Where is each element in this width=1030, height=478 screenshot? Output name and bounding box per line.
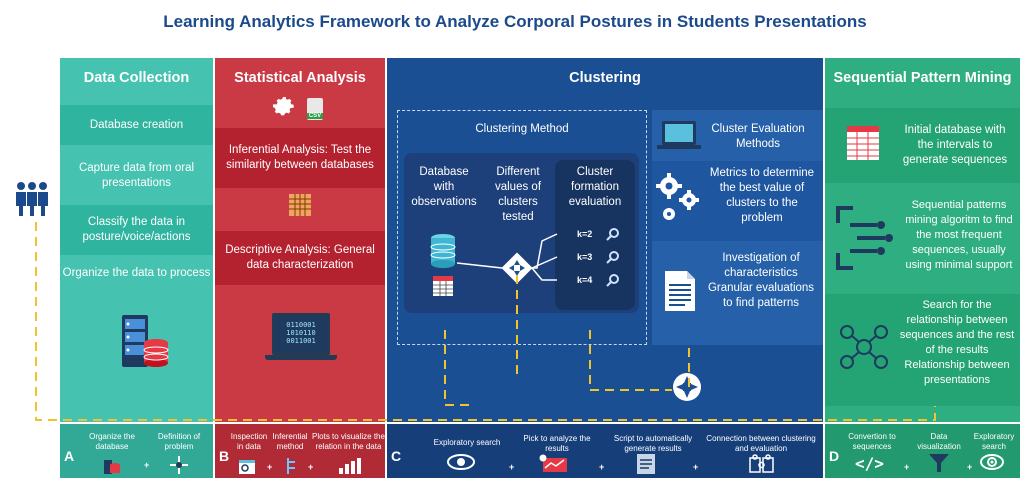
database-observations-text: Database with observations — [411, 166, 477, 208]
investigation-text: Investigation of characteristics Granula… — [707, 252, 815, 309]
footer-d: D Convertion to sequences Data visualiza… — [825, 424, 1020, 478]
dc-item-capture: Capture data from oral presentations — [60, 151, 213, 201]
footer-a-plus: + — [144, 460, 150, 470]
spreadsheet-icon — [289, 194, 311, 216]
data-collection-header: Data Collection — [83, 70, 190, 86]
laptop-base — [265, 355, 337, 360]
laptop-icon — [662, 121, 696, 145]
footer-letter-c: C — [391, 448, 402, 464]
csv-icon: CSV — [307, 98, 323, 120]
footer-a: A Organize the database Definition of pr… — [60, 424, 213, 478]
k4-label: k=4 — [577, 275, 593, 285]
footer-c-plus-3: + — [693, 462, 699, 472]
spm-header: Sequential Pattern Mining — [833, 70, 1012, 86]
network-people-icon — [840, 325, 888, 369]
footer-c-step-4: Connection between clustering and evalua… — [706, 434, 816, 453]
footer-d-step-1: Convertion to sequences — [848, 432, 896, 451]
table-icon — [433, 276, 453, 296]
footer-b-plus-1: + — [267, 462, 273, 472]
footer-b-step-2: Inferential method — [272, 432, 308, 451]
footer-letter-a: A — [64, 448, 75, 464]
footer-b-step-1: Inspection in data — [230, 432, 268, 451]
chart-pick-icon — [539, 454, 567, 472]
metrics-text: Metrics to determine the best value of c… — [709, 167, 815, 224]
statistical-analysis-column: Statistical Analysis CSV Inferential Ana… — [215, 58, 385, 422]
spm-item-relationship: Search for the relationship between sequ… — [899, 299, 1015, 386]
server-database-icon — [122, 315, 169, 367]
clustering-connectors — [456, 233, 558, 284]
cluster-formation-box — [555, 160, 635, 310]
footer-d-step-2: Data visualization — [917, 432, 961, 451]
problem-icon — [170, 456, 188, 474]
footer-letter-b: B — [219, 448, 230, 464]
footer-c-plus-2: + — [599, 462, 605, 472]
inferential-analysis-text: Inferential Analysis: Test the similarit… — [215, 128, 385, 188]
descriptive-analysis-text: Descriptive Analysis: General data chara… — [215, 231, 385, 285]
footer-b-step-3: Plots to visualize the relation in the d… — [312, 432, 385, 451]
sequence-arrows-icon — [836, 206, 893, 270]
footer-d-plus-1: + — [904, 462, 910, 472]
statistical-header: Statistical Analysis — [234, 70, 366, 86]
database-icon — [430, 234, 456, 268]
footer-c-step-1: Exploratory search — [433, 438, 501, 447]
clustering-header: Clustering — [569, 70, 641, 86]
footer-a-step-2: Definition of problem — [157, 432, 201, 451]
gear-icon — [273, 97, 295, 116]
code-icon: </> — [855, 454, 884, 473]
laptop-binary-icon: 0110001 1010110 0011001 — [272, 313, 330, 355]
students-group-icon — [16, 182, 48, 216]
cluster-evaluation-methods: Cluster Evaluation Methods — [711, 123, 805, 150]
bar-chart-icon — [339, 458, 361, 474]
spm-item-initial: Initial database with the intervals to g… — [902, 124, 1008, 166]
script-doc-icon — [637, 454, 655, 474]
dc-item-classify: Classify the data in posture/voice/actio… — [60, 205, 213, 255]
gears-icon — [656, 173, 699, 220]
magnifier-icons — [606, 228, 619, 287]
method-icon — [287, 458, 295, 474]
page-title: Learning Analytics Framework to Analyze … — [163, 12, 867, 31]
document-icon — [665, 271, 695, 311]
puzzle-icon — [749, 454, 774, 473]
clustering-method-label: Clustering Method — [475, 123, 569, 135]
footer-c-step-3: Script to automatically generate results — [613, 434, 693, 453]
clustering-method-box — [397, 110, 647, 345]
inspection-icon — [239, 460, 255, 474]
footer-c: C Exploratory search Pick to analyze the… — [387, 424, 823, 478]
spreadsheet-red-icon — [847, 126, 879, 160]
db-small-icon — [104, 460, 120, 474]
footer-a-step-1: Organize the database — [89, 432, 135, 451]
spm-item-algorithm: Sequential patterns mining algoritm to f… — [905, 199, 1013, 271]
clustering-column: Clustering Clustering Method Database wi… — [387, 58, 823, 422]
footer-d-step-3: Exploratory search — [973, 432, 1015, 451]
footer-b: B Inspection in data Inferential method … — [215, 424, 385, 478]
spm-column: Sequential Pattern Mining Initial databa… — [825, 58, 1020, 422]
dc-item-database-creation: Database creation — [60, 105, 213, 145]
k2-label: k=2 — [577, 229, 593, 239]
eye-icon — [447, 454, 475, 470]
footer-d-plus-2: + — [967, 462, 973, 472]
search-eye-icon — [980, 454, 1004, 470]
data-collection-column: Data Collection Database creation Captur… — [60, 58, 213, 422]
funnel-icon — [929, 454, 949, 472]
footer-letter-d: D — [829, 448, 840, 464]
different-values-text: Different values of clusters tested — [494, 166, 542, 223]
footer-b-plus-2: + — [308, 462, 314, 472]
footer-c-step-2: Pick to analyze the results — [523, 434, 591, 453]
k3-label: k=3 — [577, 252, 593, 262]
cluster-formation-text: Cluster formation evaluation — [568, 166, 622, 208]
dc-item-organize: Organize the data to process — [60, 258, 213, 288]
footer-c-plus-1: + — [509, 462, 515, 472]
laptop-icon-base — [657, 145, 701, 149]
